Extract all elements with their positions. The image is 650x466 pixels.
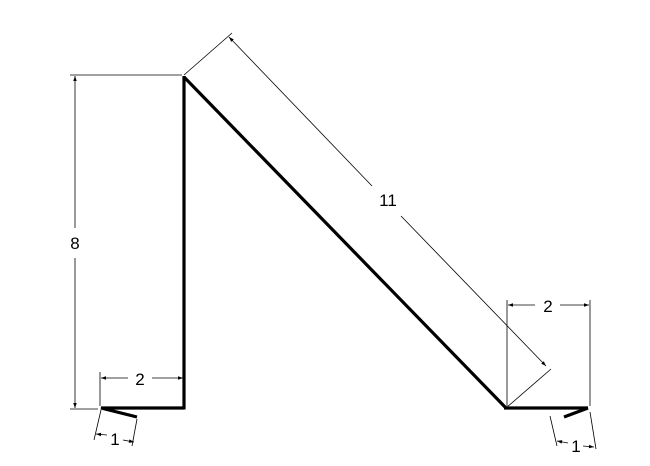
dimension-left-hem: 1: [93, 409, 138, 449]
extension-line-right-hem-b: [589, 411, 597, 450]
dimension-line-left-hem-b: [122, 439, 135, 443]
dimension-line-slope-lower: [400, 215, 547, 367]
dimension-right-hem: 1: [549, 411, 597, 456]
dimension-line-right-hem-a: [556, 440, 569, 444]
dimension-line-right-hem-b: [582, 444, 595, 449]
extension-line-right-hem-a: [549, 415, 558, 447]
dimension-line-slope-upper: [228, 36, 373, 187]
label-right-hem: 1: [571, 437, 580, 456]
label-height: 8: [70, 234, 79, 253]
extension-line-slope-top: [183, 32, 233, 76]
right-hem: [563, 406, 589, 419]
label-slope: 11: [379, 191, 397, 210]
extension-line-slope-bottom: [505, 368, 552, 409]
dimension-left-foot: 2: [99, 370, 183, 406]
extension-line-left-hem-a: [93, 409, 102, 441]
profile-outline: [100, 75, 589, 419]
dimension-slope: 11: [183, 32, 552, 409]
label-right-foot: 2: [543, 297, 552, 316]
dimension-line-left-hem-a: [95, 432, 108, 437]
label-left-foot: 2: [135, 370, 144, 389]
label-left-hem: 1: [110, 430, 119, 449]
sloped-wall: [182, 75, 508, 410]
dimension-right-foot: 2: [506, 297, 591, 406]
dimension-height: 8: [70, 74, 182, 410]
left-hem: [100, 406, 184, 419]
